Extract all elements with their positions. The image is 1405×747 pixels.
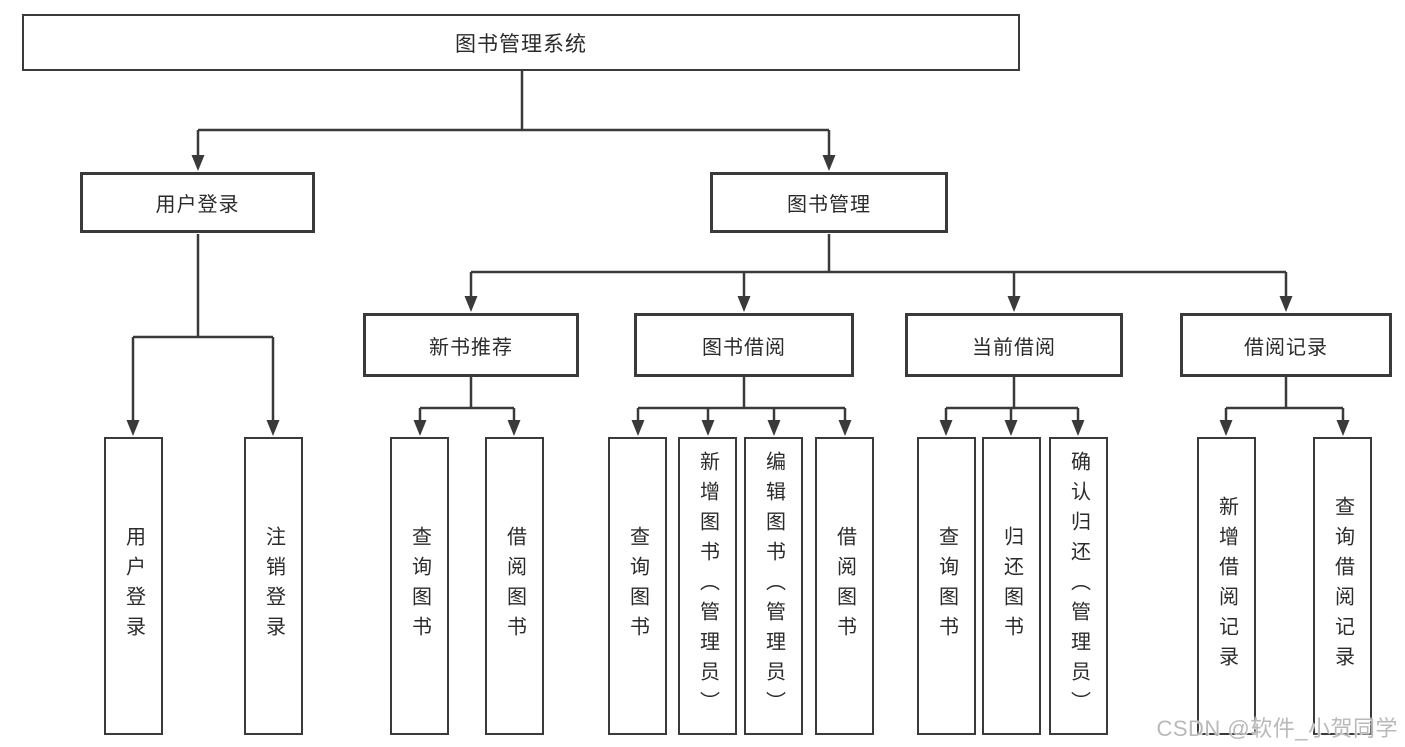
node-book-management: 图书管理 [710, 172, 948, 233]
node-new-book-recommend: 新书推荐 [363, 313, 579, 377]
leaf-edit-book-admin: 编辑图书（管理员） [744, 437, 803, 735]
node-borrowing-records: 借阅记录 [1180, 313, 1392, 377]
leaf-query-book-current: 查询图书 [917, 437, 976, 735]
csdn-watermark: CSDN @软件_小贺同学 [1156, 716, 1398, 741]
leaf-query-book-recommend: 查询图书 [390, 437, 449, 735]
leaf-borrow-book-borrowing: 借阅图书 [815, 437, 874, 735]
node-current-borrowing: 当前借阅 [905, 313, 1123, 377]
leaf-borrow-book-recommend: 借阅图书 [485, 437, 544, 735]
node-root-library-management-system: 图书管理系统 [22, 14, 1020, 71]
leaf-return-book: 归还图书 [982, 437, 1041, 735]
node-user-login: 用户登录 [80, 172, 315, 233]
leaf-logout: 注销登录 [244, 437, 303, 735]
leaf-query-book-borrowing: 查询图书 [608, 437, 667, 735]
leaf-add-borrow-record: 新增借阅记录 [1197, 437, 1256, 735]
leaf-add-book-admin: 新增图书（管理员） [678, 437, 737, 735]
leaf-query-borrow-record: 查询借阅记录 [1313, 437, 1372, 735]
leaf-confirm-return-admin: 确认归还（管理员） [1049, 437, 1108, 735]
leaf-user-login: 用户登录 [104, 437, 163, 735]
node-book-borrowing: 图书借阅 [634, 313, 854, 377]
